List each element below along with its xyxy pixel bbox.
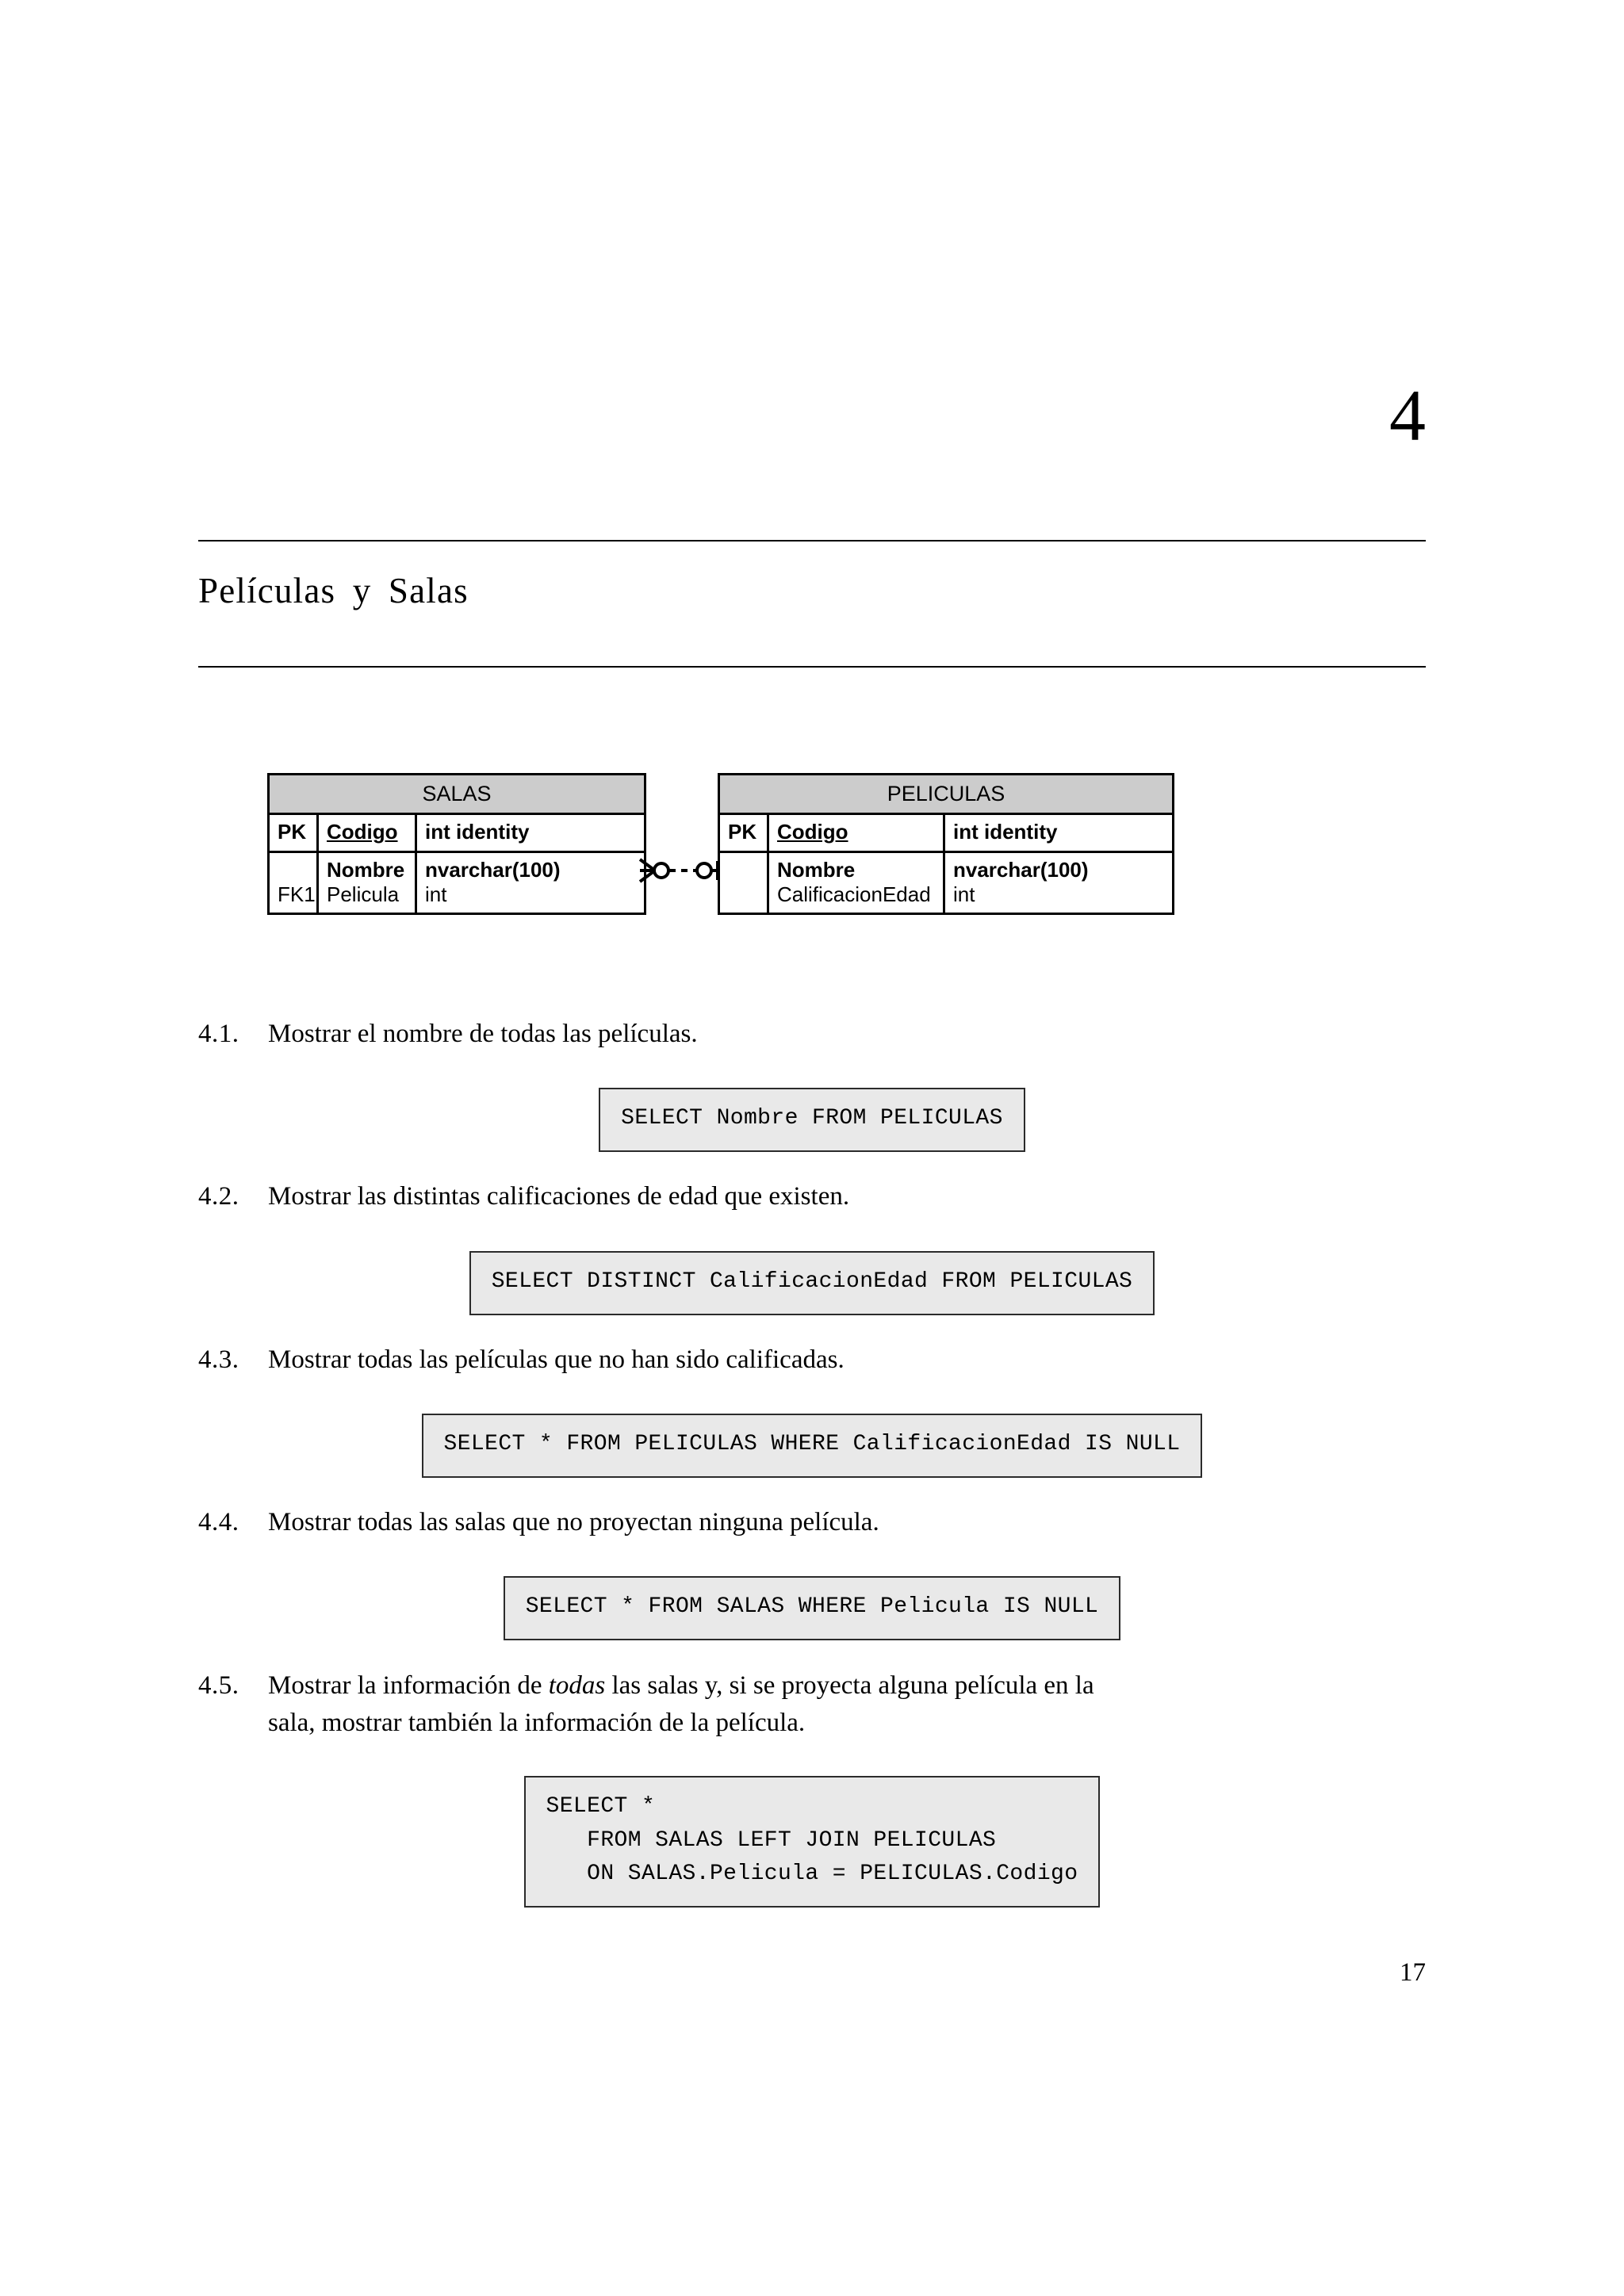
er-field-pelicula: Pelicula <box>327 882 400 906</box>
exercise-number: 4.3. <box>198 1345 239 1374</box>
exercise-item: 4.3. Mostrar todas las películas que no … <box>198 1341 1426 1379</box>
exercise-text: Mostrar el nombre de todas las películas… <box>268 1016 1426 1053</box>
header-rule-top <box>198 540 1426 541</box>
exercise-text-emphasis: todas <box>548 1671 606 1700</box>
er-cell-field: Codigo <box>769 815 945 851</box>
exercise-number: 4.4. <box>198 1508 239 1536</box>
er-type-nvarchar: nvarchar(100) <box>953 857 1089 882</box>
exercise-number: 4.1. <box>198 1020 239 1048</box>
er-relationship-connector <box>638 853 726 888</box>
er-cell-key: PK <box>270 815 319 851</box>
exercise-text-part: Mostrar la información de <box>268 1671 549 1700</box>
er-row-body-peliculas: Nombre CalificacionEdad nvarchar(100) in… <box>720 852 1172 913</box>
er-cell-key <box>720 852 769 913</box>
exercise-text-part: Mostrar todas las salas que no proyectan… <box>268 1508 879 1536</box>
er-field-nombre: Nombre <box>777 857 856 882</box>
er-field-nombre: Nombre <box>327 857 405 882</box>
exercise-text-part: las salas y, si se proyecta alguna pelíc… <box>605 1671 1094 1700</box>
exercise-item: 4.1. Mostrar el nombre de todas las pelí… <box>198 1016 1426 1053</box>
er-row-pk-salas: PK Codigo int identity <box>270 815 644 853</box>
er-cell-key: FK1 <box>270 852 319 913</box>
er-table-title-peliculas: PELICULAS <box>720 775 1172 816</box>
exercise-text-part: Mostrar las distintas calificaciones de … <box>268 1182 850 1211</box>
er-table-peliculas: PELICULAS PK Codigo int identity Nom <box>718 773 1174 915</box>
exercise-number: 4.2. <box>198 1182 239 1211</box>
sql-block-wrapper: SELECT Nombre FROM PELICULAS <box>198 1088 1426 1152</box>
er-key-blank-2 <box>728 882 760 907</box>
sql-code-block[interactable]: SELECT * FROM PELICULAS WHERE Calificaci… <box>421 1414 1203 1478</box>
er-type-int: int <box>953 882 975 906</box>
er-pk-field: Codigo <box>777 820 848 844</box>
er-table-salas: SALAS PK Codigo int identity FK1 Nomb <box>267 773 646 915</box>
er-key-blank-1 <box>728 858 760 882</box>
sql-code-block[interactable]: SELECT * FROM SALAS LEFT JOIN PELICULAS … <box>523 1776 1101 1908</box>
exercise-text: Mostrar la información de todas las sala… <box>268 1667 1426 1705</box>
exercise-text: Mostrar todas las películas que no han s… <box>268 1341 1426 1379</box>
er-pk-field: Codigo <box>327 820 398 844</box>
sql-code-block[interactable]: SELECT DISTINCT CalificacionEdad FROM PE… <box>469 1251 1155 1315</box>
er-field-calificacionedad: CalificacionEdad <box>777 882 931 906</box>
er-type-int: int <box>425 882 447 906</box>
exercise-text-line-2: sala, mostrar también la información de … <box>268 1708 806 1737</box>
exercise-item: 4.4. Mostrar todas las salas que no proy… <box>198 1504 1426 1541</box>
er-pk-type: int identity <box>425 820 530 844</box>
sql-block-wrapper: SELECT * FROM PELICULAS WHERE Calificaci… <box>198 1414 1426 1478</box>
er-cell-type: int identity <box>945 815 1172 850</box>
page-number: 17 <box>1400 1958 1426 1987</box>
er-type-nvarchar: nvarchar(100) <box>425 857 561 882</box>
exercise-text-part: Mostrar todas las películas que no han s… <box>268 1345 845 1374</box>
chapter-title: Películas y Salas <box>198 571 469 610</box>
er-cell-key: PK <box>720 815 769 851</box>
er-pk-type: int identity <box>953 820 1058 844</box>
exercise-text: Mostrar todas las salas que no proyectan… <box>268 1504 1426 1541</box>
er-row-pk-peliculas: PK Codigo int identity <box>720 815 1172 853</box>
er-cell-field: Nombre Pelicula <box>319 852 417 913</box>
sql-code-block[interactable]: SELECT * FROM SALAS WHERE Pelicula IS NU… <box>503 1576 1121 1640</box>
er-fk-label: FK1 <box>278 882 316 906</box>
crows-foot-notation-icon <box>638 858 722 883</box>
er-pk-label: PK <box>728 820 757 844</box>
exercise-text-part: Mostrar el nombre de todas las películas… <box>268 1020 698 1048</box>
exercise-item: 4.5. Mostrar la información de todas las… <box>198 1667 1426 1742</box>
er-row-body-salas: FK1 Nombre Pelicula nvarchar(100) int <box>270 852 644 913</box>
er-pk-label: PK <box>278 820 307 844</box>
exercise-item: 4.2. Mostrar las distintas calificacione… <box>198 1178 1426 1215</box>
exercise-number: 4.5. <box>198 1671 239 1700</box>
chapter-number: 4 <box>1389 375 1426 456</box>
er-cell-type: nvarchar(100) int <box>417 853 644 913</box>
exercise-text: Mostrar las distintas calificaciones de … <box>268 1178 1426 1215</box>
header-rule-bottom <box>198 666 1426 668</box>
sql-block-wrapper: SELECT * FROM SALAS LEFT JOIN PELICULAS … <box>198 1776 1426 1908</box>
er-diagram: SALAS PK Codigo int identity FK1 Nomb <box>198 773 1426 967</box>
er-cell-type: nvarchar(100) int <box>945 853 1172 913</box>
sql-block-wrapper: SELECT DISTINCT CalificacionEdad FROM PE… <box>198 1251 1426 1315</box>
er-cell-type: int identity <box>417 815 644 850</box>
sql-block-wrapper: SELECT * FROM SALAS WHERE Pelicula IS NU… <box>198 1576 1426 1640</box>
er-cell-field: Codigo <box>319 815 417 851</box>
er-table-title-salas: SALAS <box>270 775 644 816</box>
er-fk-label-blank <box>278 858 310 882</box>
sql-code-block[interactable]: SELECT Nombre FROM PELICULAS <box>599 1088 1025 1152</box>
er-cell-field: Nombre CalificacionEdad <box>769 852 945 913</box>
